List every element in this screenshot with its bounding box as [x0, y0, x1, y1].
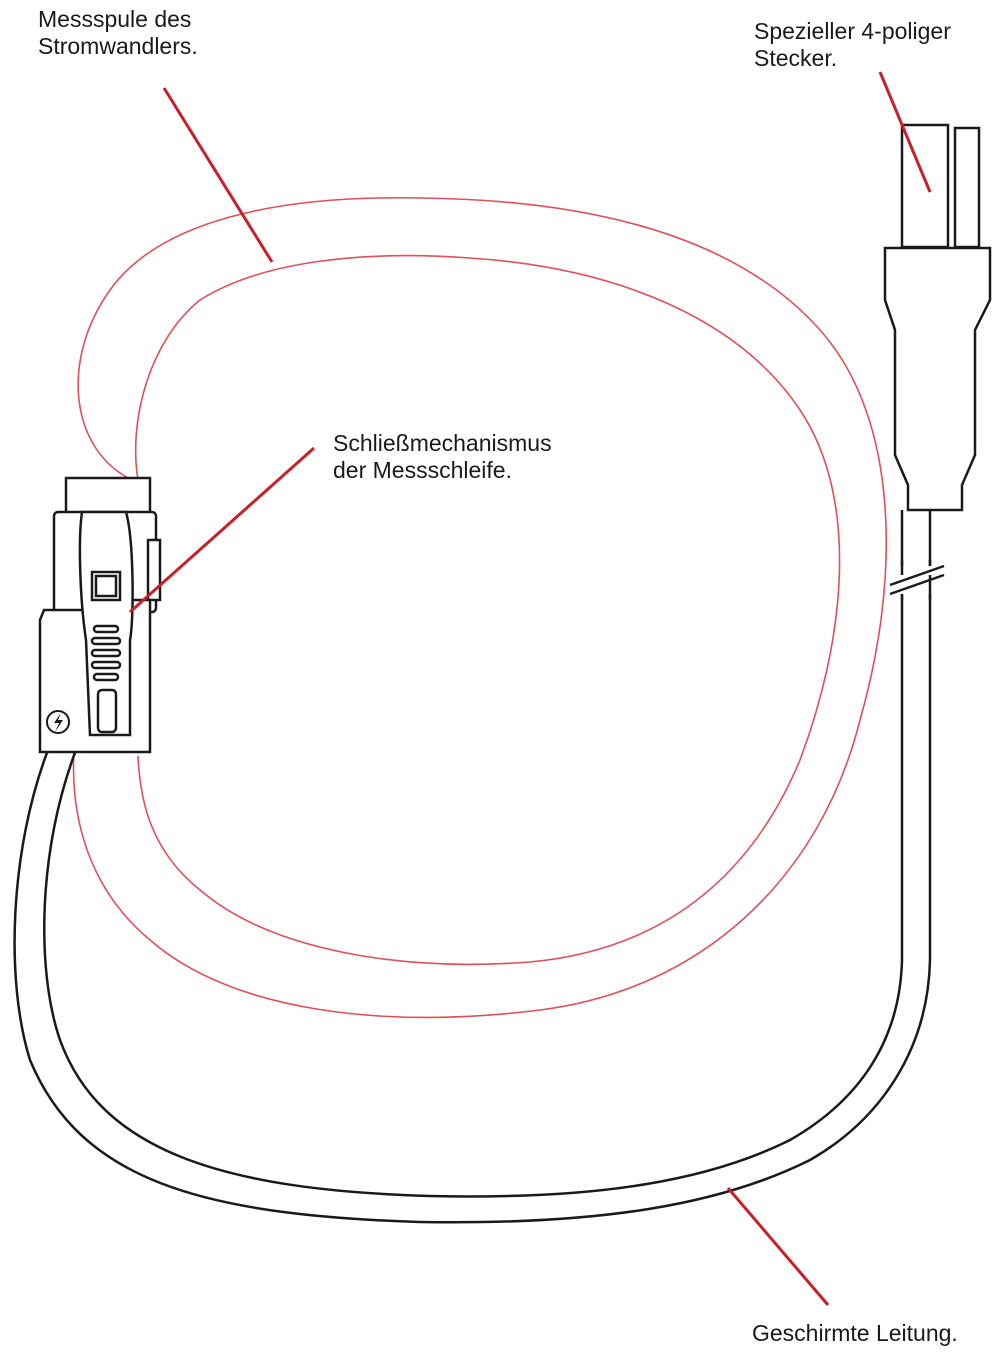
latch-window-inner — [94, 574, 118, 598]
latch-slot — [96, 688, 118, 734]
four-pin-plug — [883, 123, 992, 512]
coil-label: Messspule des Stromwandlers. — [38, 6, 198, 60]
latch-grip-line — [90, 636, 122, 646]
head-side-ridge — [146, 538, 162, 602]
coil-outer-outline — [72, 196, 888, 1019]
locking-latch — [78, 510, 134, 737]
lock-leader-line — [129, 446, 315, 614]
cable-outer-line — [13, 560, 932, 1224]
latch-grip-line — [92, 624, 120, 634]
coil-leader-line — [162, 87, 274, 263]
cable-break-mark-upper — [889, 564, 945, 587]
lock-label-line1: Schließmechanismus — [333, 430, 552, 456]
latch-grip-line — [90, 648, 122, 658]
head-top-cap — [64, 476, 152, 516]
lock-label: Schließmechanismus der Messschleife. — [333, 430, 552, 484]
coil-label-line2: Stromwandlers. — [38, 33, 198, 59]
lock-label-line2: der Messschleife. — [333, 457, 512, 483]
latch-grip-line — [92, 672, 120, 682]
cable-label-line1: Geschirmte Leitung. — [752, 1320, 958, 1346]
cable-label: Geschirmte Leitung. — [752, 1320, 958, 1347]
cable-break-mark-lower — [889, 573, 945, 596]
plug-label-line1: Spezieller 4-poliger — [754, 18, 951, 44]
plug-label: Spezieller 4-poliger Stecker. — [754, 18, 951, 72]
plug-label-line2: Stecker. — [754, 45, 838, 71]
lightning-in-circle-icon — [46, 710, 70, 734]
coil-label-line1: Messspule des — [38, 6, 192, 32]
coil-inner-outline — [134, 254, 841, 966]
plug-body — [883, 246, 992, 512]
cable-break-gap — [890, 566, 944, 594]
cable-leader-line — [726, 1187, 830, 1306]
latch-grip-line — [90, 660, 122, 670]
cable-inner-line — [43, 560, 904, 1198]
plug-leader-line — [878, 71, 932, 193]
locking-head — [38, 476, 162, 754]
plug-side-pin — [953, 126, 981, 249]
